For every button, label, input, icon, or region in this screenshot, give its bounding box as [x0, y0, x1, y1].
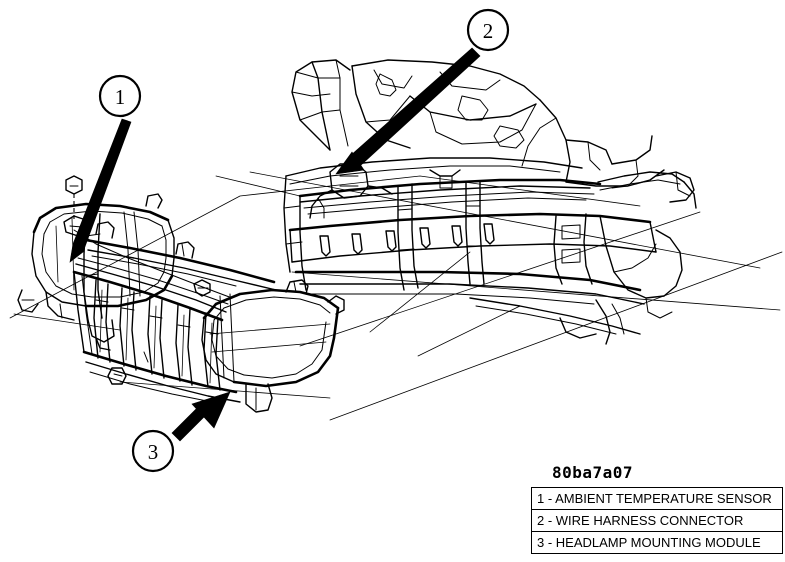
legend-item-1: 1 - AMBIENT TEMPERATURE SENSOR	[531, 487, 783, 510]
callout-1: 1	[98, 74, 142, 118]
callout-2-label: 2	[483, 19, 494, 43]
callout-1-label: 1	[115, 85, 126, 109]
module-cross-brace	[84, 221, 277, 291]
leader-arrow-2	[335, 47, 481, 175]
leader-arrow-3	[171, 391, 231, 442]
right-headlamp	[201, 279, 345, 413]
legend-item-3: 3 - HEADLAMP MOUNTING MODULE	[531, 531, 783, 554]
callout-3: 3	[131, 429, 175, 473]
leader-arrow-1	[69, 118, 132, 263]
grille	[72, 257, 241, 403]
radiator-support-assembly	[283, 59, 697, 345]
table-row: 1 - AMBIENT TEMPERATURE SENSOR	[531, 487, 783, 510]
legend-table: 1 - AMBIENT TEMPERATURE SENSOR 2 - WIRE …	[531, 487, 783, 554]
figure-caption: 80ba7a07	[552, 463, 634, 482]
table-row: 3 - HEADLAMP MOUNTING MODULE	[531, 531, 783, 554]
left-headlamp	[17, 193, 175, 321]
perspective-construction-lines	[9, 171, 783, 421]
table-row: 2 - WIRE HARNESS CONNECTOR	[531, 509, 783, 532]
callout-2: 2	[466, 8, 510, 52]
headlamp-mounting-module	[17, 175, 345, 413]
module-fasteners	[107, 279, 211, 385]
legend-item-2: 2 - WIRE HARNESS CONNECTOR	[531, 509, 783, 532]
callout-3-label: 3	[148, 440, 159, 464]
